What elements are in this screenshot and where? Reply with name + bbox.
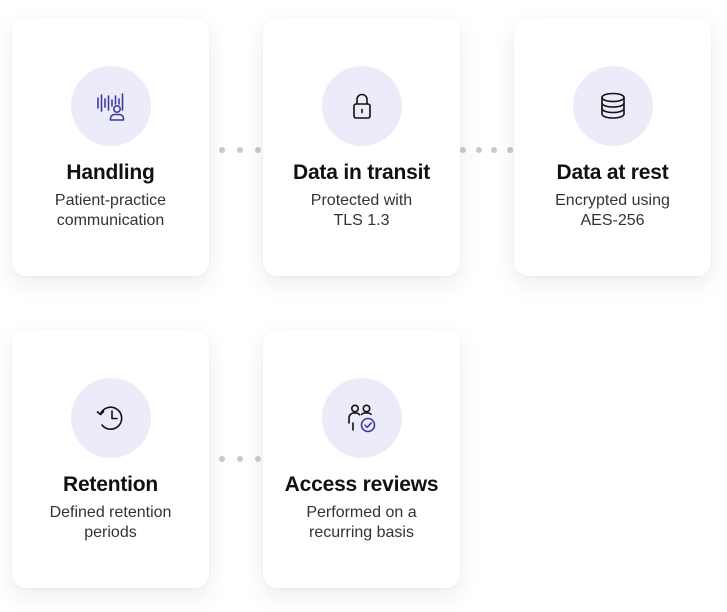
icon-circle (322, 66, 402, 146)
card-title: Retention (62, 473, 159, 496)
connector-retention-access (219, 456, 261, 462)
card-description-line: periods (84, 524, 137, 541)
card-description-line: TLS 1.3 (333, 212, 390, 229)
card-title: Data in transit (292, 161, 431, 184)
card-description-line: communication (56, 212, 165, 229)
lock-icon (353, 93, 371, 119)
icon-circle (573, 66, 653, 146)
connector-dot (506, 147, 513, 153)
card-title: Handling (66, 161, 155, 184)
card-description: Defined retention periods (22, 503, 199, 543)
card-description-line: Protected with (310, 192, 413, 209)
card-description: Protected with TLS 1.3 (273, 191, 450, 231)
card-title: Access reviews (284, 473, 439, 496)
icon-circle (71, 378, 151, 458)
connector-dot (219, 456, 225, 462)
icon-circle (71, 66, 151, 146)
card-data-at-rest: Data at rest Encrypted using AES-256 (514, 18, 711, 276)
connector-handling-transit (219, 147, 261, 153)
connector-dot (219, 147, 225, 153)
connector-dot (475, 147, 482, 153)
icon-circle (322, 378, 402, 458)
card-data-in-transit: Data in transit Protected with TLS 1.3 (263, 18, 460, 276)
users-check-icon (348, 404, 376, 433)
card-access-reviews: Access reviews Performed on a recurring … (263, 330, 460, 588)
card-description: Encrypted using AES-256 (524, 191, 701, 231)
card-description: Patient-practice communication (22, 191, 199, 231)
connector-dot (255, 147, 261, 153)
connector-dot (255, 456, 261, 462)
connector-dot (237, 456, 243, 462)
card-description-line: recurring basis (309, 524, 414, 541)
connector-dot (491, 147, 498, 153)
card-description-line: Defined retention (49, 504, 172, 521)
connector-transit-rest (460, 147, 513, 153)
voice-user-icon (97, 93, 125, 121)
card-description-line: Performed on a (306, 504, 417, 521)
card-handling: Handling Patient-practice communication (12, 18, 209, 276)
history-clock-icon (96, 406, 123, 430)
card-description-line: Patient-practice (54, 192, 167, 209)
card-retention: Retention Defined retention periods (12, 330, 209, 588)
card-description-line: Encrypted using (555, 192, 670, 209)
card-description: Performed on a recurring basis (273, 503, 450, 543)
card-title: Data at rest (556, 161, 669, 184)
database-icon (601, 92, 625, 119)
connector-dot (460, 147, 466, 153)
card-description-line: AES-256 (580, 212, 645, 229)
connector-dot (237, 147, 243, 153)
